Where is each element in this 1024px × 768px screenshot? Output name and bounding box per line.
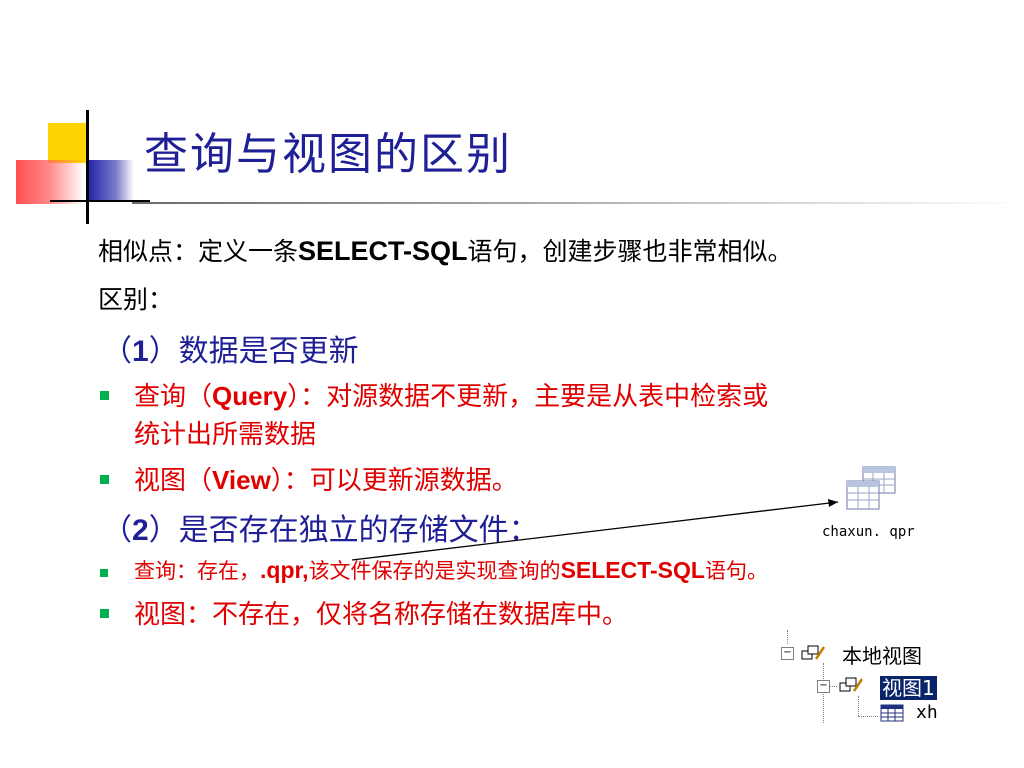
point1-number: 1 [132,335,149,368]
point1-open: （ [102,334,132,369]
similarity-suffix: 语句，创建步骤也非常相似。 [467,237,793,266]
point2-heading: （2）是否存在独立的存储文件： [102,505,539,549]
tree-connector [787,630,788,644]
bullet-qpr-ext: .qpr, [260,557,309,583]
tree-connector [858,696,859,716]
bullet-query-pre: 查询（ [134,382,213,412]
tree-connector [858,716,878,717]
point2-number: 2 [132,514,149,547]
bullet-marker [100,391,109,400]
tree-connector [823,663,824,723]
tree-root-label[interactable]: 本地视图 [842,644,922,668]
view-folder-icon [800,643,826,663]
bullet-view-bold: View [212,465,271,495]
bullet-qpr-mid: 该文件保存的是实现查询的 [308,559,561,583]
similarity-sql: SELECT-SQL [298,236,468,266]
point2-open: （ [102,513,132,548]
point1-text: ）数据是否更新 [148,334,359,369]
tree-view-item[interactable]: 视图1 [880,672,937,701]
tree-table-label[interactable]: xh [916,702,938,723]
point2-text: ）是否存在独立的存储文件： [148,513,539,548]
point1-heading: （1）数据是否更新 [102,326,359,370]
decor-blue-square [88,160,134,200]
bullet-view-pre: 视图（ [134,466,213,496]
bullet-query-line1: 查询（Query）：对源数据不更新，主要是从表中检索或 [134,376,768,413]
tree-connector [823,686,837,687]
bullet-view-storage-line: 视图：不存在，仅将名称存储在数据库中。 [134,600,629,630]
query-file-icon[interactable] [843,465,899,517]
bullet-view-post: ）：可以更新源数据。 [270,466,518,496]
collapse-toggle[interactable]: − [817,680,830,693]
bullet-qpr-post: 语句。 [704,559,768,583]
table-icon [880,704,904,722]
query-file-label: chaxun. qpr [822,524,915,540]
slide-title: 查询与视图的区别 [144,129,512,180]
bullet-view-line: 视图（View）：可以更新源数据。 [134,460,518,497]
bullet-qpr-sql: SELECT-SQL [560,557,705,583]
bullet-marker [100,609,109,618]
tree-view-label: 视图1 [880,676,937,700]
similarity-prefix: 相似点：定义一条 [98,237,299,266]
difference-label: 区别： [98,285,174,314]
bullet-marker [100,569,108,577]
bullet-marker [100,475,109,484]
decor-horizontal-line [50,200,150,202]
title-underline [132,202,1024,204]
bullet-qpr-pre: 查询：存在， [134,559,260,583]
bullet-query-file-line: 查询：存在，.qpr,该文件保存的是实现查询的SELECT-SQL语句。 [134,555,768,585]
tree-view: − 本地视图 − 视图1 xh [770,630,960,760]
bullet-query-line2: 统计出所需数据 [134,420,317,450]
view-icon [838,675,864,695]
decor-red-square [16,160,84,204]
collapse-toggle[interactable]: − [781,647,794,660]
similarity-line: 相似点：定义一条SELECT-SQL语句，创建步骤也非常相似。 [98,232,793,268]
decor-yellow-square [48,123,88,163]
bullet-query-post: ）：对源数据不更新，主要是从表中检索或 [287,382,769,412]
bullet-query-bold: Query [212,381,288,411]
decor-vertical-line [86,110,89,224]
